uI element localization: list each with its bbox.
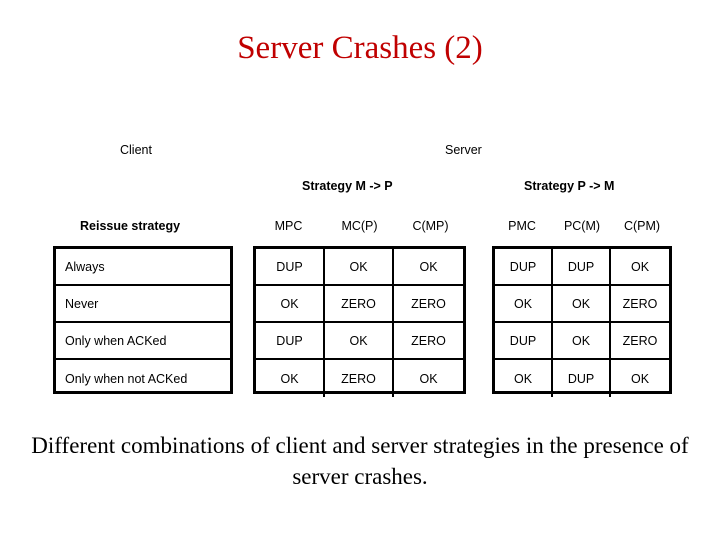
result-cell: OK xyxy=(495,286,554,321)
table-row: OK ZERO ZERO xyxy=(256,286,463,323)
result-cell: OK xyxy=(630,371,650,386)
result-cell: ZERO xyxy=(325,286,395,321)
result-cell: ZERO xyxy=(411,296,446,311)
result-cell: OK xyxy=(256,286,326,321)
result-cell: DUP xyxy=(553,360,612,397)
result-cell: DUP xyxy=(495,323,554,358)
column-headers-m-to-p: MPC MC(P) C(MP) xyxy=(253,219,466,233)
table-row: DUP OK ZERO xyxy=(256,323,463,360)
page-title: Server Crashes (2) xyxy=(237,30,483,66)
table-row: OK DUP OK xyxy=(495,360,669,397)
result-cell: ZERO xyxy=(325,360,395,397)
result-cell: ZERO xyxy=(411,333,446,348)
result-cell: OK xyxy=(630,259,650,274)
table-row: OK OK ZERO xyxy=(495,286,669,323)
column-header-pc-m: PC(M) xyxy=(563,219,601,233)
column-header-c-mp: C(MP) xyxy=(412,219,449,233)
table-row: DUP OK OK xyxy=(256,249,463,286)
result-cell: OK xyxy=(419,259,438,274)
table-row: Never xyxy=(56,286,230,323)
results-table-p-to-m: DUP DUP OK OK OK ZERO DUP OK ZERO OK DUP… xyxy=(492,246,672,397)
reissue-strategy-header: Reissue strategy xyxy=(80,219,181,233)
result-cell: DUP xyxy=(256,249,326,284)
table-row: OK ZERO OK xyxy=(256,360,463,397)
column-headers-p-to-m: PMC PC(M) C(PM) xyxy=(492,219,672,233)
result-cell: OK xyxy=(553,286,612,321)
result-cell: ZERO xyxy=(622,333,658,348)
table-row: Only when not ACKed xyxy=(56,360,230,397)
result-cell: OK xyxy=(495,360,554,397)
strategy-m-to-p-label: Strategy M -> P xyxy=(302,179,393,193)
column-header-pmc: PMC xyxy=(508,219,536,233)
client-group-label: Client xyxy=(120,143,152,157)
result-cell: OK xyxy=(419,371,438,386)
result-cell: DUP xyxy=(256,323,326,358)
strategy-name-cell: Always xyxy=(65,259,105,274)
result-cell: DUP xyxy=(495,249,554,284)
column-header-mc-p: MC(P) xyxy=(341,219,378,233)
strategy-name-cell: Only when not ACKed xyxy=(65,371,188,386)
column-header-c-pm: C(PM) xyxy=(623,219,661,233)
table-row: Always xyxy=(56,249,230,286)
result-cell: OK xyxy=(325,323,395,358)
table-row: Only when ACKed xyxy=(56,323,230,360)
result-cell: OK xyxy=(325,249,395,284)
slide-caption: Different combinations of client and ser… xyxy=(31,433,689,489)
table-row: DUP OK ZERO xyxy=(495,323,669,360)
strategy-name-cell: Only when ACKed xyxy=(65,333,167,348)
result-cell: OK xyxy=(256,360,326,397)
result-cell: ZERO xyxy=(622,296,658,311)
strategy-p-to-m-label: Strategy P -> M xyxy=(524,179,615,193)
result-cell: OK xyxy=(553,323,612,358)
strategy-name-cell: Never xyxy=(65,296,99,311)
table-row: DUP DUP OK xyxy=(495,249,669,286)
results-table-m-to-p: DUP OK OK OK ZERO ZERO DUP OK ZERO OK ZE… xyxy=(253,246,466,397)
result-cell: DUP xyxy=(553,249,612,284)
reissue-strategy-table: Always Never Only when ACKed Only when n… xyxy=(53,246,233,394)
column-header-mpc: MPC xyxy=(274,219,303,233)
server-group-label: Server xyxy=(445,143,482,157)
